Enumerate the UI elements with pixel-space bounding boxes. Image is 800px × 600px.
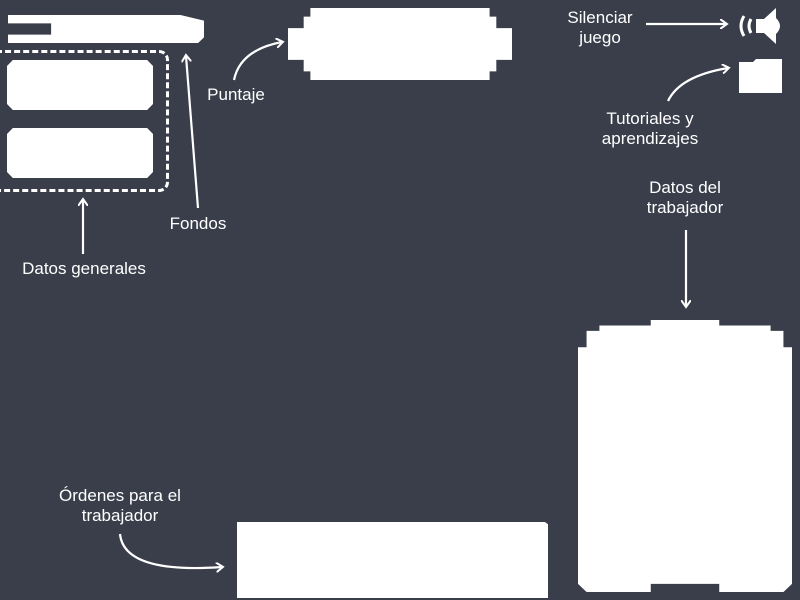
- funds-arrow: [186, 56, 200, 209]
- orders-label-line-2: trabajador: [81, 506, 159, 525]
- general-data-card-2: [7, 128, 153, 178]
- worker-data-panel: [578, 320, 792, 592]
- mute-label-line-1: Silenciar: [567, 8, 633, 27]
- orders-label: Órdenes para el trabajador: [40, 486, 200, 526]
- folder-icon[interactable]: [738, 58, 783, 94]
- tutorials-label: Tutoriales y aprendizajes: [580, 109, 720, 149]
- tutorials-label-line-2: aprendizajes: [601, 129, 699, 148]
- orders-label-line-1: Órdenes para el: [59, 486, 181, 505]
- general-data-label: Datos generales: [22, 259, 146, 278]
- orders-panel: [237, 522, 548, 598]
- score-panel: [288, 8, 512, 80]
- mute-label-line-2: juego: [579, 28, 621, 47]
- worker-data-label-line-2: trabajador: [646, 198, 724, 217]
- tutorials-arrow: [667, 68, 728, 102]
- funds-label: Fondos: [169, 214, 227, 233]
- general-data-group: [0, 50, 169, 192]
- speaker-icon[interactable]: [736, 4, 786, 48]
- general-data-card-1: [7, 60, 153, 110]
- mute-label: Silenciar juego: [552, 8, 648, 48]
- tutorials-label-line-1: Tutoriales y: [606, 109, 694, 128]
- score-arrow: [232, 42, 282, 81]
- score-label: Puntaje: [207, 85, 265, 104]
- funds-bar: [8, 15, 204, 43]
- orders-arrow: [118, 533, 222, 568]
- worker-data-label: Datos del trabajador: [620, 178, 750, 218]
- worker-data-label-line-1: Datos del: [649, 178, 721, 197]
